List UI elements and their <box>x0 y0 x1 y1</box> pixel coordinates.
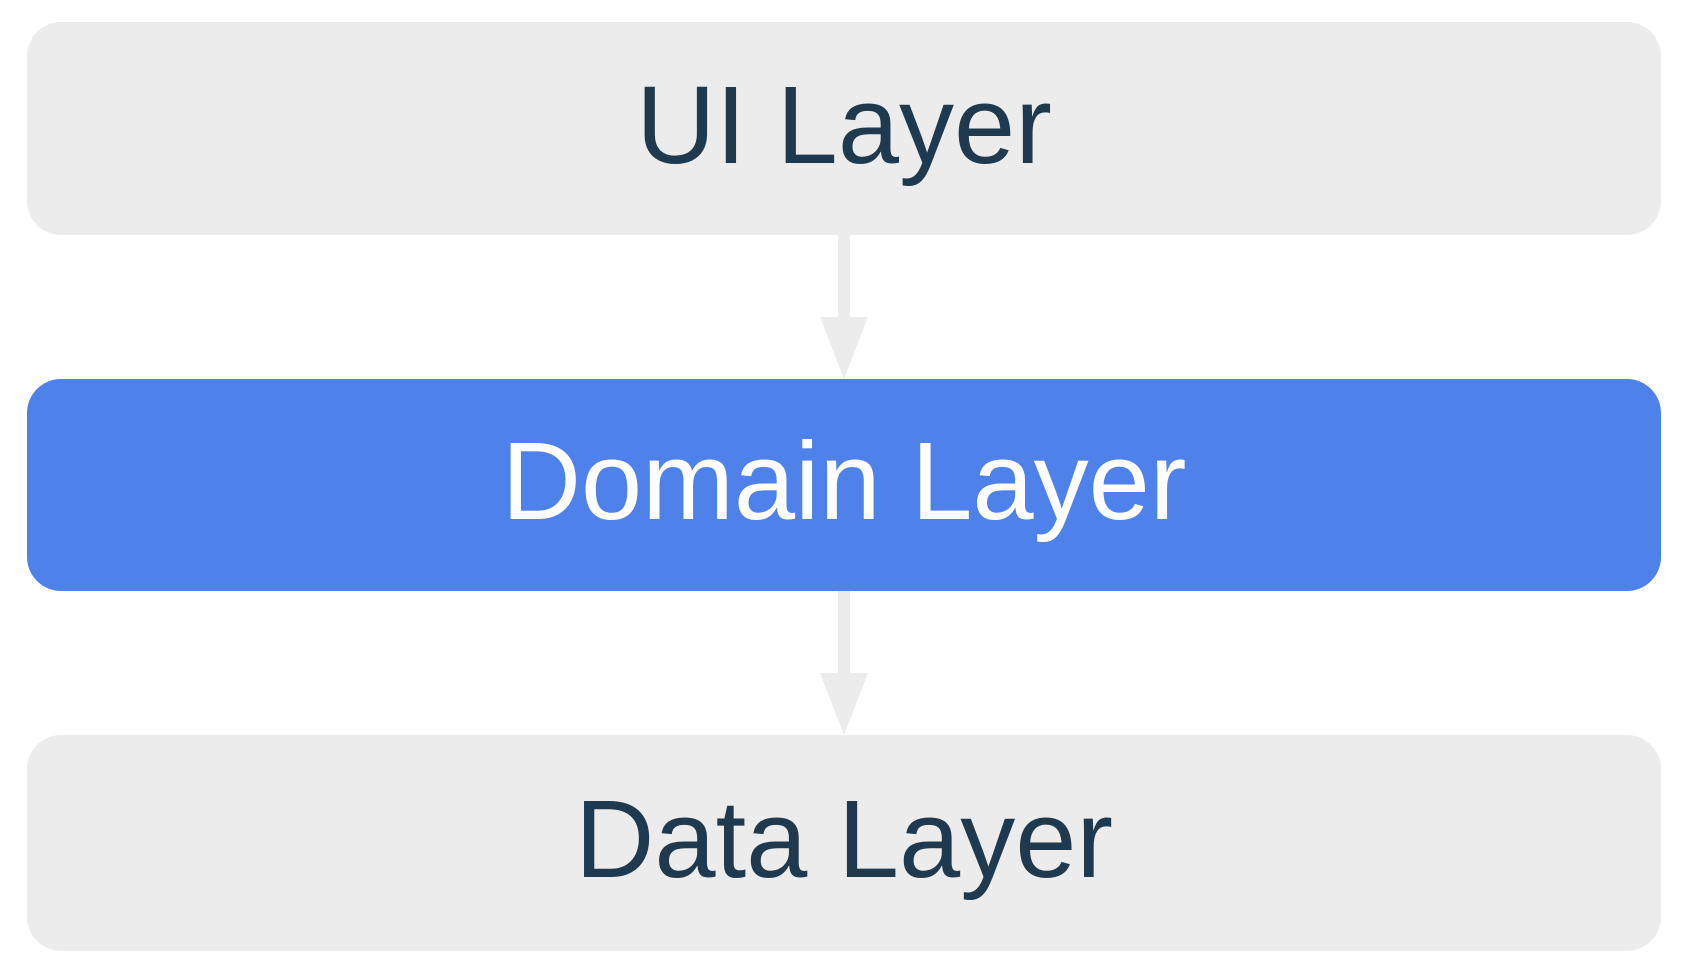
arrow-shaft <box>838 591 850 675</box>
arrow-head-down-icon <box>820 317 868 379</box>
layer-label-ui: UI Layer <box>636 63 1052 187</box>
layer-label-domain: Domain Layer <box>501 420 1187 543</box>
layer-box-ui: UI Layer <box>27 22 1661 235</box>
arrow-head-down-icon <box>820 673 868 735</box>
arrow-shaft <box>838 235 850 319</box>
layer-box-domain: Domain Layer <box>27 379 1661 591</box>
layer-box-data: Data Layer <box>27 735 1661 951</box>
layer-label-data: Data Layer <box>574 778 1114 901</box>
